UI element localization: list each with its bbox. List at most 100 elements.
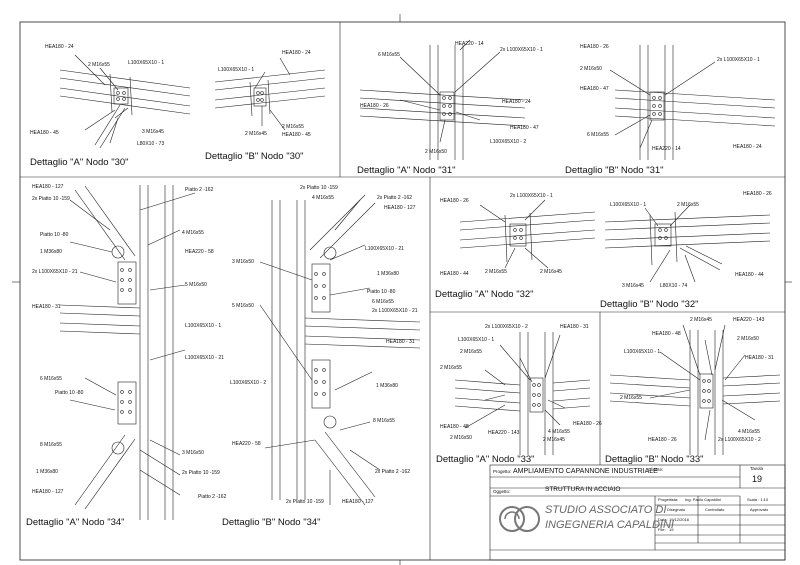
label: 2x Piatto 10 -159 (300, 185, 338, 191)
label: HEA180 - 26 (440, 198, 469, 204)
designer-label: Progettista: (658, 497, 679, 502)
sheet-label: Tavola (750, 466, 764, 471)
label: HEA180 - 44 (440, 271, 469, 277)
detail-caption: Dettaglio "A" Nodo "33" (436, 454, 535, 465)
label: 2x L100X65X10 - 1 (500, 47, 543, 53)
label: 2x L100X65X10 - 21 (32, 269, 78, 275)
label: 6 M16x55 (372, 299, 394, 305)
label: 3 M16x50 (182, 450, 204, 456)
label: HEA180 - 26 (648, 437, 677, 443)
detail-caption: Dettaglio "B" Nodo "31" (565, 165, 664, 176)
label: 1 M36x80 (40, 249, 62, 255)
drawn-label: Disegnato (667, 507, 686, 512)
label: 2 M16x55 (440, 365, 462, 371)
label: 2 M16x45 (540, 269, 562, 275)
label: HEA180 - 127 (32, 184, 64, 190)
label: 2 M16x45 (543, 437, 565, 443)
label: 5 M16x50 (185, 282, 207, 288)
label: HEA180 - 26 (360, 103, 389, 109)
label: 2 M16x55 (620, 395, 642, 401)
label: HEA180 - 24 (45, 44, 74, 50)
label: 2x L100X65X10 - 2 (485, 324, 528, 330)
detail-caption: Dettaglio "A" Nodo "34" (26, 517, 125, 528)
detail-caption: Dettaglio "B" Nodo "34" (222, 517, 321, 528)
label: 2 M16x45 (245, 131, 267, 137)
label: L100X65X10 - 1 (458, 337, 495, 343)
date-label: Data: (658, 517, 668, 522)
label: L100X65X10 - 21 (185, 355, 224, 361)
label: 6 M16x55 (378, 52, 400, 58)
label: HEA180 - 31 (32, 304, 61, 310)
label: HEA180 - 45 (30, 130, 59, 136)
label: HEA180 - 44 (735, 272, 764, 278)
label: 3 M16x45 (622, 283, 644, 289)
label: 4 M16x55 (738, 429, 760, 435)
label: HEA220 - 14 (652, 146, 681, 152)
label: 2 M16x55 (677, 202, 699, 208)
label: 2 M16x50 (737, 336, 759, 342)
label: 2x L100X65X10 - 1 (510, 193, 553, 199)
label: HEA180 - 127 (342, 499, 374, 505)
label: L100X65X10 - 1 (128, 60, 165, 66)
label: 2x Piatto 10 -159 (182, 470, 220, 476)
label: HEA180 - 48 (652, 331, 681, 337)
project-label: Progetto: (493, 469, 512, 474)
label: HEA180 - 24 (733, 144, 762, 150)
date: 19/12/2016 (669, 517, 690, 522)
label: 2 M16x55 (485, 269, 507, 275)
label: L100X65X10 - 1 (185, 323, 222, 329)
subject: STRUTTURA IN ACCIAIO (545, 486, 621, 493)
label: HEA220 - 143 (733, 317, 765, 323)
label: 8 M16x55 (40, 442, 62, 448)
label: 4 M16x55 (548, 429, 570, 435)
detail-caption: Dettaglio "A" Nodo "32" (435, 289, 534, 300)
label: HEA180 - 31 (386, 339, 415, 345)
label: HEA180 - 127 (32, 489, 64, 495)
label: 3 M16x50 (232, 259, 254, 265)
detail-caption: Dettaglio "A" Nodo "31" (357, 165, 456, 176)
label: HEA180 - 24 (502, 99, 531, 105)
label: L80X10 - 74 (660, 283, 688, 289)
label: Piatto 10 -80 (55, 390, 84, 396)
firm-name-line1: STUDIO ASSOCIATO DI (545, 504, 667, 516)
label: 2x L100X65X10 - 2 (718, 437, 761, 443)
client-label: Cliente: (648, 467, 664, 472)
label: 1 M36x80 (36, 469, 58, 475)
scale: Scala : 1:10 (747, 497, 769, 502)
label: L100X65X10 - 2 (490, 139, 527, 145)
label: HEA220 - 14 (455, 41, 484, 47)
subject-label: Oggetto: (493, 489, 511, 494)
detail-caption: Dettaglio "B" Nodo "32" (600, 299, 699, 310)
label: 6 M16x55 (40, 376, 62, 382)
label: L100X65X10 - 1 (624, 349, 661, 355)
firm-name-line2: INGEGNERIA CAPALDINI (545, 519, 674, 531)
label: 3 M16x45 (142, 129, 164, 135)
label: HEA180 - 127 (384, 205, 416, 211)
label: 2x Piatto 2 -162 (377, 195, 413, 201)
designer: Ing. Paolo Capaldini (685, 497, 721, 502)
label: 2 M16x50 (425, 149, 447, 155)
label: 2 M16x50 (450, 435, 472, 441)
label: 2x L100X65X10 - 21 (372, 308, 418, 314)
firm-logo (499, 506, 540, 532)
label: HEA180 - 26 (580, 44, 609, 50)
label: 2x Piatto 10 -159 (32, 196, 70, 202)
detail-caption: Dettaglio "B" Nodo "30" (205, 151, 304, 162)
file-label: File: (658, 527, 666, 532)
sheet-number: 19 (752, 474, 763, 484)
label: Piatto 10 -80 (367, 289, 396, 295)
project-title: AMPLIAMENTO CAPANNONE INDUSTRIALE (513, 468, 658, 475)
label: Piatto 10 -80 (40, 232, 69, 238)
label: 2 M16x55 (460, 349, 482, 355)
label: L100X65X10 - 2 (230, 380, 267, 386)
detail-caption: Dettaglio "B" Nodo "33" (605, 454, 704, 465)
label: HEA180 - 47 (510, 125, 539, 131)
label: L100X65X10 - 1 (610, 202, 647, 208)
label: HEA180 - 31 (560, 324, 589, 330)
label: 2x Piatto 2 -162 (375, 469, 411, 475)
label: 4 M16x55 (312, 195, 334, 201)
label: HEA180 - 45 (282, 132, 311, 138)
label: 4 M16x55 (182, 230, 204, 236)
label: 2x L100X65X10 - 1 (717, 57, 760, 63)
